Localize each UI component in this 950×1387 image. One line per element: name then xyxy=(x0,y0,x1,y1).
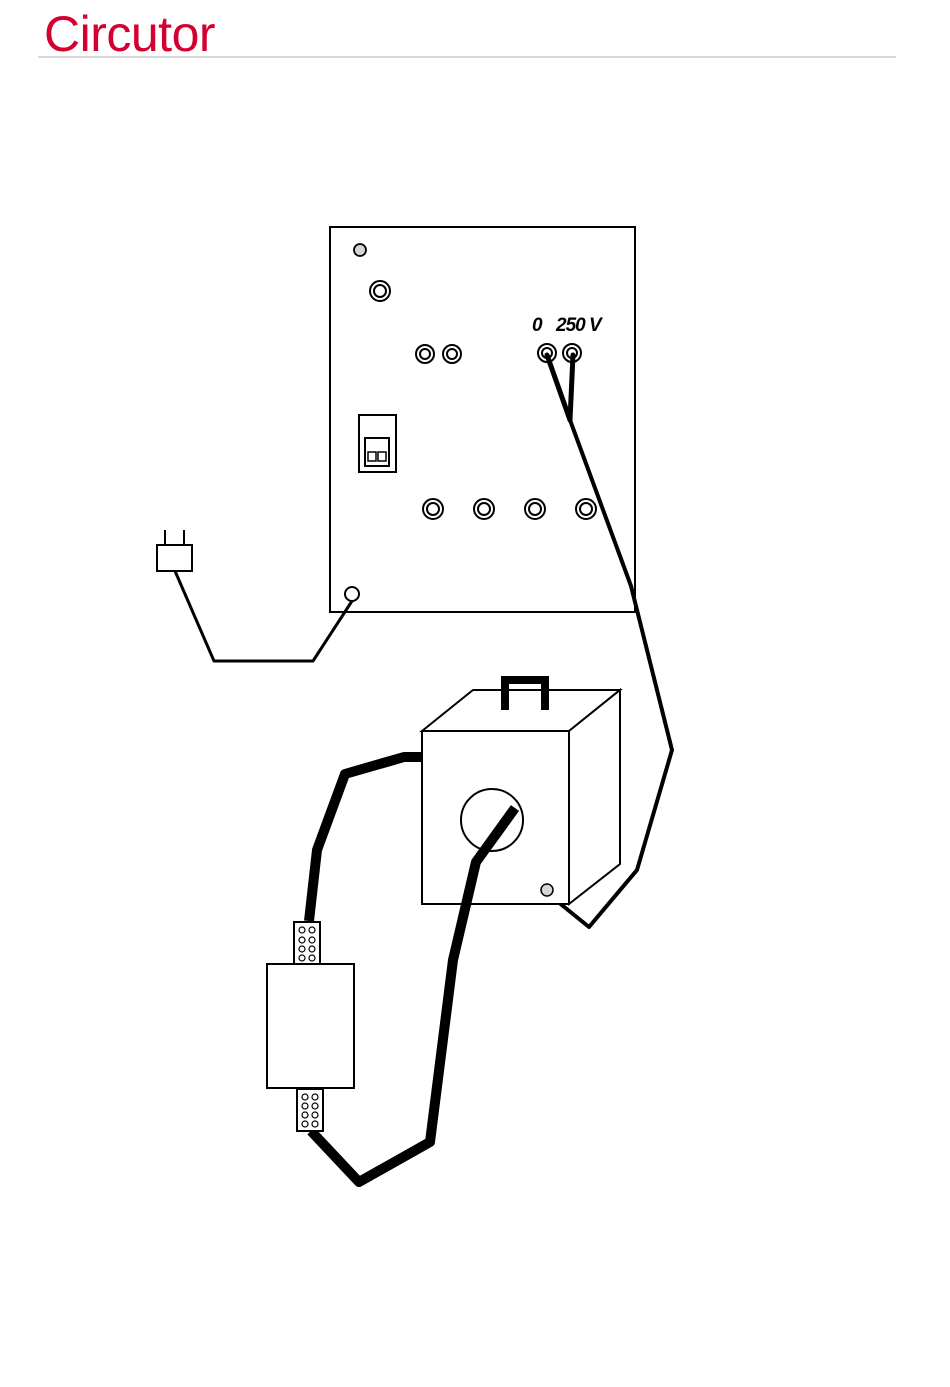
terminal-label-zero: 0 xyxy=(532,315,543,336)
transformer-terminal-icon xyxy=(541,884,553,896)
current-transformer xyxy=(422,680,620,904)
pilot-light-icon xyxy=(354,244,366,256)
power-switch xyxy=(359,415,396,472)
meter-under-test xyxy=(267,922,354,1131)
terminal-label-range: 250 V xyxy=(555,315,603,336)
meter-body xyxy=(267,964,354,1088)
test-equipment-panel: 0 250 V xyxy=(330,227,635,612)
mains-plug-icon xyxy=(157,530,192,571)
connector-bottom-icon xyxy=(297,1089,323,1131)
connector-top-icon xyxy=(294,922,320,964)
power-inlet-icon xyxy=(345,587,359,601)
panel-knob xyxy=(370,281,390,301)
mains-cable xyxy=(175,571,352,661)
